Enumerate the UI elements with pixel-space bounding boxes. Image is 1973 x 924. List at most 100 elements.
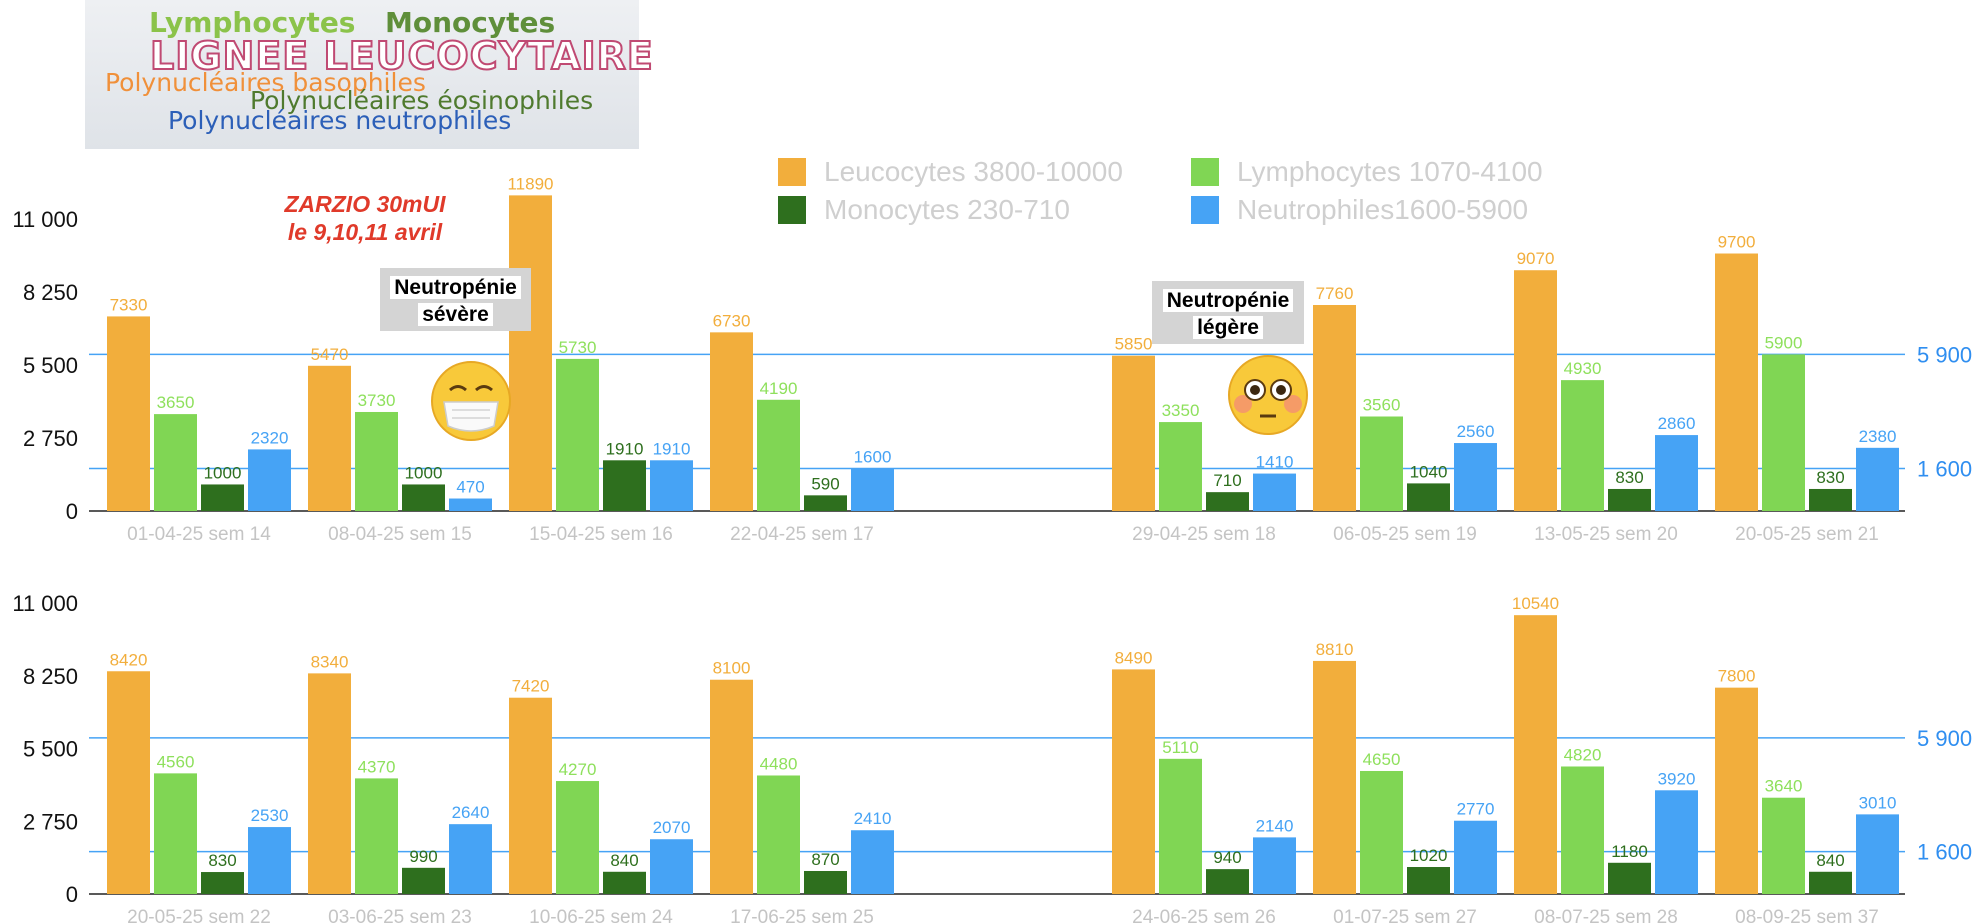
legend-swatch (1191, 196, 1219, 224)
data-label: 4930 (1564, 359, 1602, 378)
data-label: 7800 (1718, 667, 1756, 686)
legend-label: Lymphocytes 1070-4100 (1237, 156, 1543, 187)
data-label: 4820 (1564, 745, 1602, 764)
bar-lymphocytes (1360, 770, 1403, 894)
data-label: 470 (456, 478, 484, 497)
data-label: 940 (1213, 848, 1241, 867)
data-label: 3650 (157, 393, 195, 412)
bar-neutrophiles (449, 498, 492, 511)
bar-monocytes (804, 495, 847, 511)
data-label: 9070 (1517, 249, 1555, 268)
data-label: 4650 (1363, 750, 1401, 769)
logo-word: Polynucléaires éosinophiles (250, 86, 594, 115)
bar-monocytes (1608, 488, 1651, 511)
logo-word: LIGNEE LEUCOCYTAIRE (149, 33, 654, 79)
bar-monocytes (402, 484, 445, 511)
bar-leucocytes (710, 679, 753, 894)
data-label: 7760 (1316, 284, 1354, 303)
y-tick-label: 0 (66, 882, 78, 907)
category-label: 15-04-25 sem 16 (529, 524, 673, 545)
category-label: 29-04-25 sem 18 (1132, 524, 1276, 545)
data-label: 2860 (1658, 414, 1696, 433)
bar-leucocytes (710, 332, 753, 511)
data-label: 4480 (760, 754, 798, 773)
category-label: 01-04-25 sem 14 (127, 524, 271, 545)
bar-neutrophiles (1454, 443, 1497, 511)
category-label: 24-06-25 sem 26 (1132, 907, 1276, 924)
bar-monocytes (1809, 488, 1852, 511)
bar-lymphocytes (1561, 766, 1604, 894)
bar-leucocytes (1715, 687, 1758, 894)
reference-line-label: 1 600 (1917, 840, 1972, 865)
severe-neutropenia-tag: Neutropénie sévère (380, 268, 531, 331)
bar-monocytes (804, 870, 847, 894)
data-label: 840 (610, 851, 638, 870)
y-tick-label: 11 000 (12, 207, 78, 232)
bar-lymphocytes (1762, 354, 1805, 511)
bar-leucocytes (1112, 669, 1155, 894)
bar-neutrophiles (248, 827, 291, 894)
data-label: 7330 (110, 295, 148, 314)
bar-monocytes (1206, 492, 1249, 511)
bar-leucocytes (107, 316, 150, 511)
logo-word: Monocytes (385, 6, 556, 39)
bar-leucocytes (509, 697, 552, 894)
data-label: 3560 (1363, 395, 1401, 414)
y-tick-label: 2 750 (23, 809, 78, 834)
data-label: 3010 (1859, 793, 1897, 812)
data-label: 3920 (1658, 769, 1696, 788)
bar-monocytes (201, 872, 244, 894)
legend-label: Neutrophiles1600-5900 (1237, 194, 1529, 225)
bar-lymphocytes (757, 775, 800, 894)
reference-line-label: 1 600 (1917, 457, 1972, 482)
legend-item-leucocytes: Leucocytes 3800-10000 (778, 156, 1123, 188)
legend-swatch (778, 158, 806, 186)
bar-neutrophiles (1253, 473, 1296, 511)
legend-swatch (778, 196, 806, 224)
data-label: 2070 (653, 818, 691, 837)
category-label: 08-04-25 sem 15 (328, 524, 472, 545)
bar-leucocytes (1112, 355, 1155, 511)
bar-monocytes (402, 867, 445, 894)
bar-lymphocytes (1159, 422, 1202, 511)
y-tick-label: 5 500 (23, 737, 78, 762)
tag-line: sévère (418, 303, 493, 326)
bar-neutrophiles (449, 824, 492, 894)
category-label: 20-05-25 sem 21 (1735, 524, 1879, 545)
data-label: 3640 (1765, 777, 1803, 796)
bar-lymphocytes (154, 773, 197, 894)
data-label: 8490 (1115, 648, 1153, 667)
data-label: 830 (1615, 468, 1643, 487)
bar-monocytes (1407, 483, 1450, 511)
bar-leucocytes (107, 671, 150, 894)
y-tick-label: 2 750 (23, 426, 78, 451)
bar-lymphocytes (355, 411, 398, 511)
bar-lymphocytes (1762, 797, 1805, 894)
data-label: 1040 (1410, 462, 1448, 481)
category-label: 17-06-25 sem 25 (730, 907, 874, 924)
data-label: 4370 (358, 757, 396, 776)
data-label: 5730 (559, 338, 597, 357)
bar-leucocytes (1514, 270, 1557, 511)
data-label: 830 (208, 851, 236, 870)
bar-neutrophiles (851, 830, 894, 894)
bar-lymphocytes (1561, 380, 1604, 511)
bar-lymphocytes (556, 358, 599, 511)
logo-word: Lymphocytes (149, 6, 356, 39)
bar-leucocytes (1313, 660, 1356, 894)
data-label: 2560 (1457, 422, 1495, 441)
category-label: 01-07-25 sem 27 (1333, 907, 1477, 924)
bar-neutrophiles (1253, 837, 1296, 894)
data-label: 2530 (251, 806, 289, 825)
bar-monocytes (1608, 862, 1651, 894)
data-label: 4270 (559, 760, 597, 779)
bar-monocytes (201, 484, 244, 511)
data-label: 8100 (713, 659, 751, 678)
medical-mask-face-icon (431, 361, 511, 441)
bar-lymphocytes (556, 781, 599, 894)
bar-neutrophiles (1454, 820, 1497, 894)
data-label: 8340 (311, 652, 349, 671)
data-label: 4190 (760, 379, 798, 398)
bar-neutrophiles (1655, 435, 1698, 511)
data-label: 3730 (358, 391, 396, 410)
